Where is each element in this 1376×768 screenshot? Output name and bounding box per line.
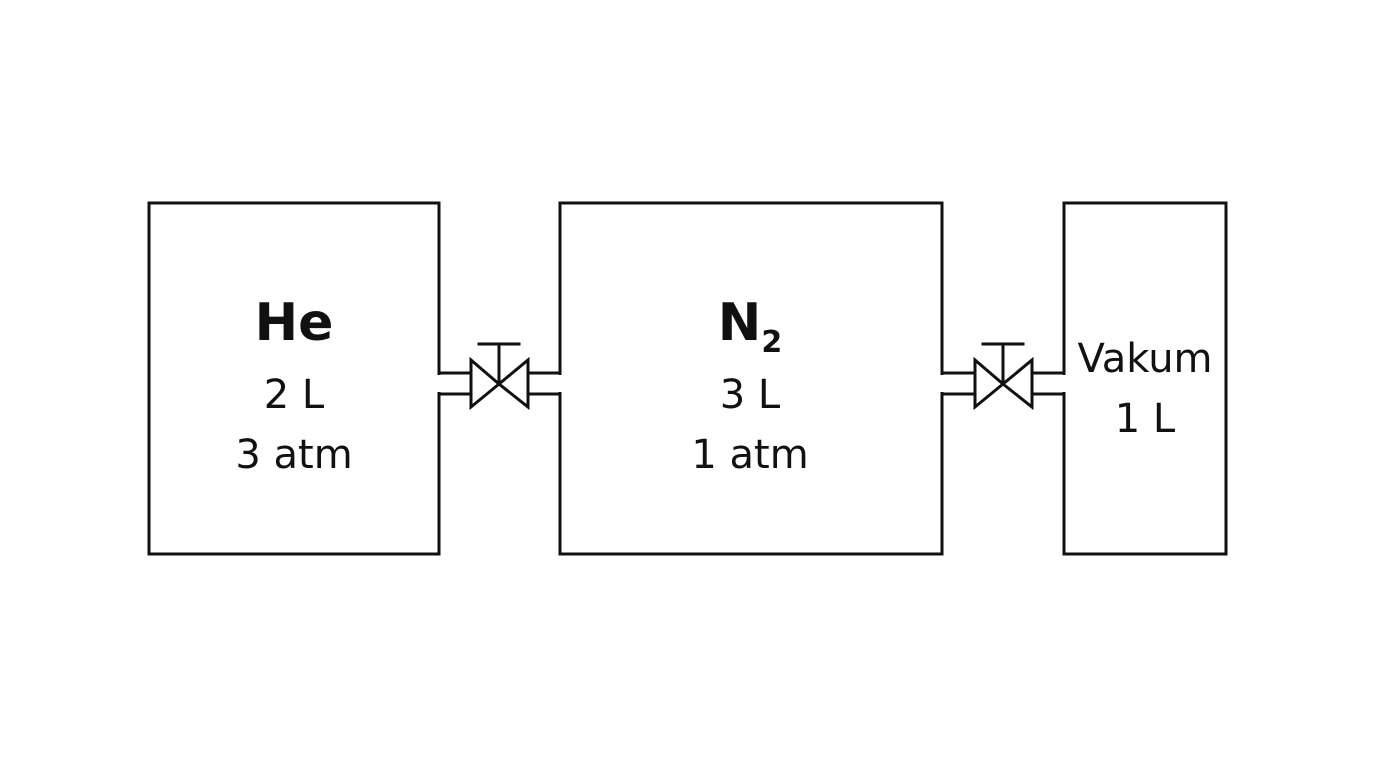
container-nitrogen-volume: 3 L <box>720 372 781 418</box>
container-nitrogen-gas-label: N2 <box>718 293 782 360</box>
valve-2-icon[interactable] <box>973 342 1034 411</box>
valve-1-icon[interactable] <box>469 342 530 411</box>
container-helium-gas-label: He <box>255 293 334 353</box>
container-helium: He 2 L 3 atm <box>147 201 441 556</box>
container-vacuum-label: Vakum <box>1077 336 1212 382</box>
container-nitrogen-pressure: 1 atm <box>691 432 808 478</box>
container-vacuum: Vakum 1 L <box>1062 201 1228 556</box>
container-vacuum-volume: 1 L <box>1115 396 1176 442</box>
connector-2 <box>940 342 1066 411</box>
container-helium-pressure: 3 atm <box>235 432 352 478</box>
container-nitrogen-gas-subscript: 2 <box>761 325 782 360</box>
container-nitrogen: N2 3 L 1 atm <box>558 201 944 556</box>
connector-1 <box>437 342 562 411</box>
container-helium-volume: 2 L <box>264 372 325 418</box>
container-nitrogen-gas-symbol: N <box>718 293 762 353</box>
